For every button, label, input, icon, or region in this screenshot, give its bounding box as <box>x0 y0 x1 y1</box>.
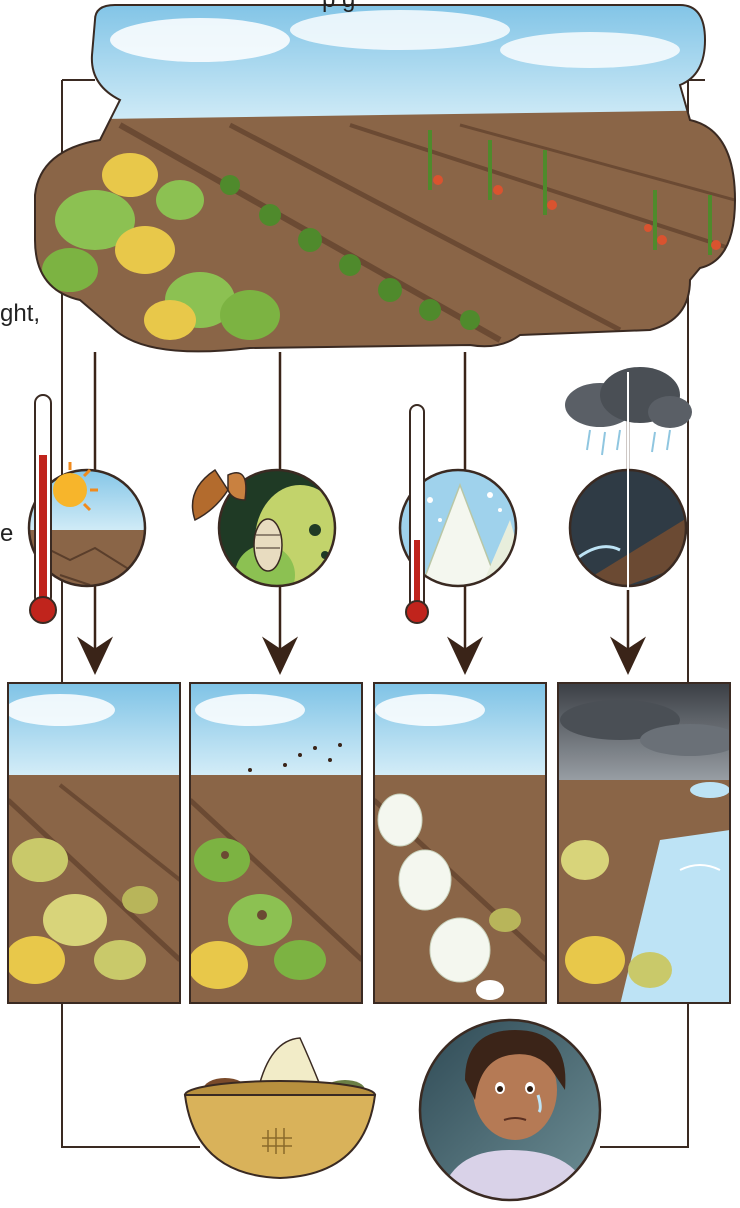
threat-insect-pests <box>193 465 346 605</box>
caterpillar-icon <box>254 519 282 571</box>
thermometer-cold-icon <box>406 405 428 623</box>
clipped-text-left-1: ght, <box>0 300 40 328</box>
arrows-to-outcomes <box>80 586 643 672</box>
outcome-frost-damaged-crops <box>374 683 546 1005</box>
threat-heavy-rain <box>565 367 700 595</box>
outcome-pest-damaged-crops <box>188 683 362 1005</box>
small-harvest-bowl <box>185 1038 375 1178</box>
healthy-field-scene <box>30 0 740 360</box>
clipped-text-left-2: e <box>0 520 13 548</box>
clipped-text-top: p g <box>322 0 355 14</box>
threat-heat-drought <box>25 395 155 623</box>
outcome-wilted-crops <box>5 683 180 1005</box>
worried-farmer <box>420 1020 600 1200</box>
outcome-flooded-crops <box>558 683 740 1005</box>
arrows-to-threats <box>95 352 628 470</box>
